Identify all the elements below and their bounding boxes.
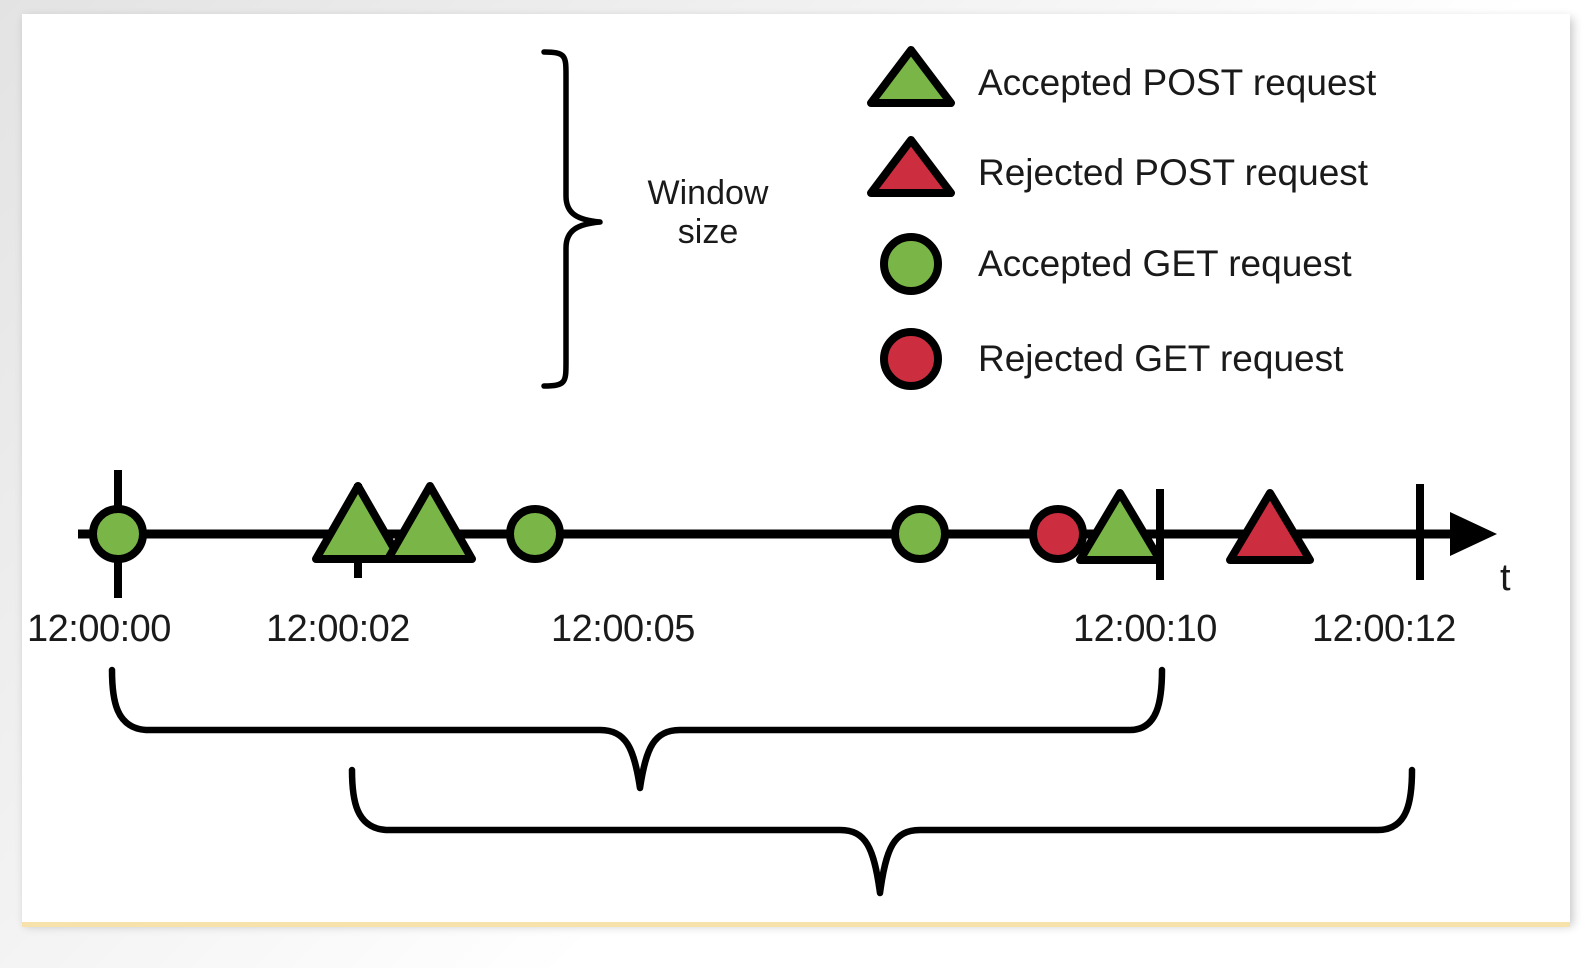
page-bottom-rule: [22, 922, 1570, 927]
tick-label-12-00-10: 12:00:10: [1073, 608, 1217, 650]
legend-marker-accepted-get: [880, 233, 942, 295]
event-marker-get-accepted-2: [506, 505, 564, 563]
legend-label-accepted-get: Accepted GET request: [978, 243, 1352, 284]
axis-name-label: t: [1500, 557, 1511, 599]
event-marker-post-accepted-1: [312, 482, 404, 563]
page-surface: [22, 14, 1570, 922]
event-marker-get-accepted-1: [89, 505, 147, 563]
event-marker-post-rejected-1: [1226, 489, 1314, 564]
window-size-brace: [541, 49, 603, 389]
axis-arrowhead: [1450, 512, 1497, 556]
bottom-brace-first-window: [108, 666, 1166, 792]
legend-label-rejected-get: Rejected GET request: [978, 338, 1344, 379]
bottom-brace-second-window: [348, 766, 1416, 897]
tick-label-12-00-00: 12:00:00: [27, 608, 171, 650]
event-marker-get-accepted-3: [891, 505, 949, 563]
legend-label-rejected-post: Rejected POST request: [978, 152, 1369, 193]
event-marker-get-rejected-1: [1029, 505, 1087, 563]
window-size-label-line2: size: [677, 213, 739, 252]
tick-label-12-00-12: 12:00:12: [1312, 608, 1456, 650]
event-marker-post-accepted-3: [1076, 489, 1164, 564]
legend-marker-rejected-post: [867, 136, 955, 197]
legend-label-accepted-post: Accepted POST request: [978, 62, 1377, 103]
window-size-label-line1: Window: [647, 174, 769, 212]
legend-marker-accepted-post: [867, 46, 955, 107]
timeline-axis: [78, 512, 1497, 556]
event-marker-post-accepted-2: [384, 482, 476, 563]
tick-label-12-00-05: 12:00:05: [551, 608, 695, 650]
legend-marker-rejected-get: [880, 328, 942, 390]
window-size-label: Window size: [628, 174, 788, 252]
tick-label-12-00-02: 12:00:02: [266, 608, 410, 650]
